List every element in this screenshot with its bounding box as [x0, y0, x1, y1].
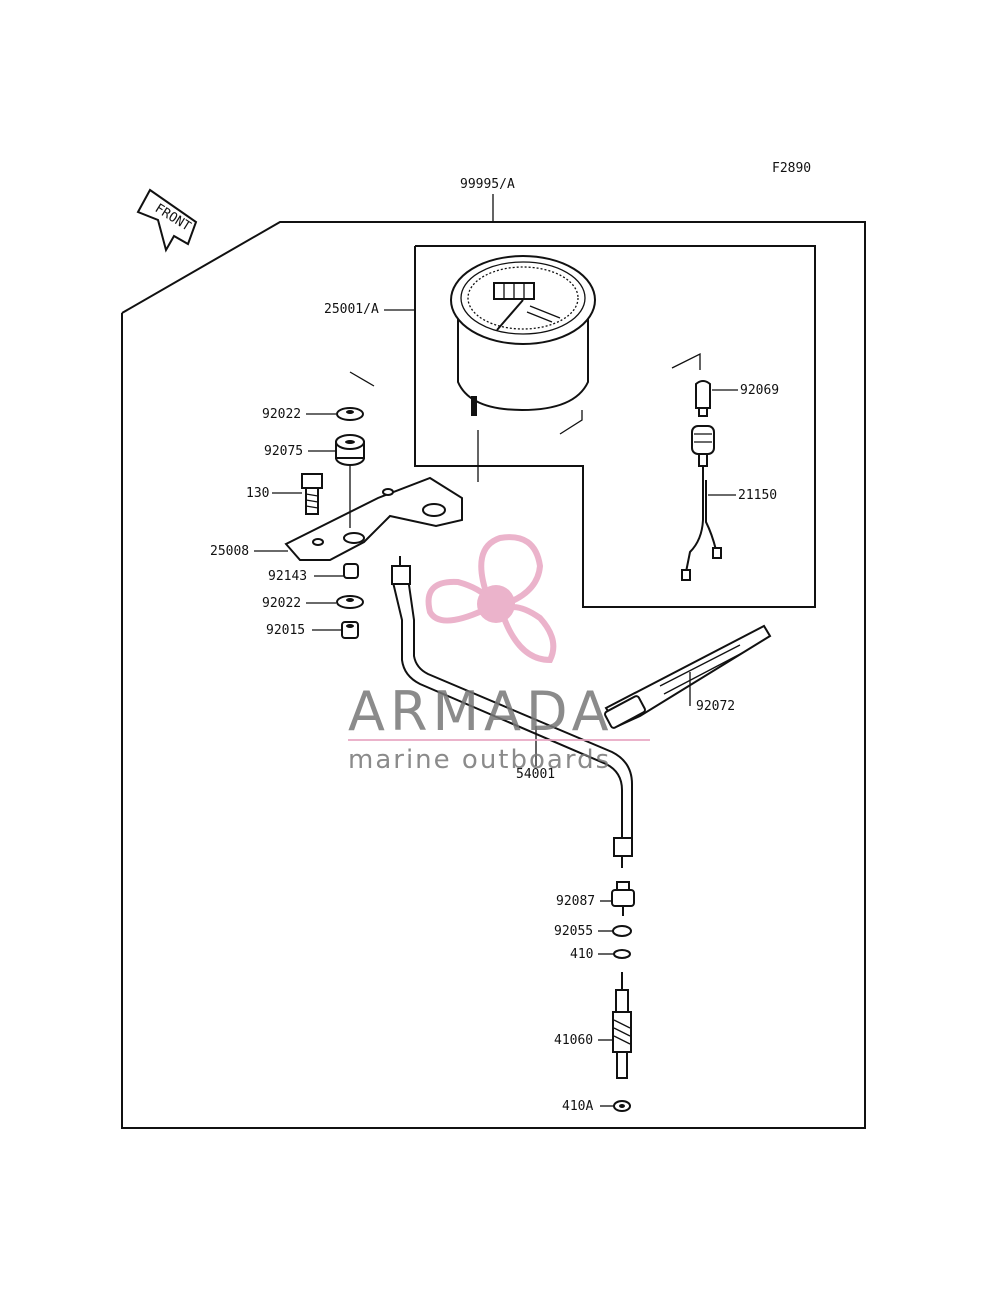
band-icon [604, 624, 772, 729]
label-speedometer: 25001/A [324, 302, 379, 317]
collar-icon [343, 563, 359, 579]
assembly-label: 99995/A [460, 177, 515, 192]
bracket-icon [284, 476, 463, 561]
label-band: 92072 [696, 699, 735, 714]
propeller-logo-icon [425, 534, 557, 664]
socket-harness-icon [681, 425, 722, 581]
bulb-icon [695, 380, 711, 417]
front-arrow-icon: FRONT [136, 188, 198, 253]
gauge-box [414, 245, 816, 608]
label-gear: 41060 [554, 1033, 593, 1048]
assembly-frame [121, 221, 866, 1129]
label-collar: 92143 [268, 569, 307, 584]
label-bulb: 92069 [740, 383, 779, 398]
label-bolt: 130 [246, 486, 269, 501]
gear-icon [612, 972, 632, 1079]
grommet-icon [335, 434, 365, 466]
label-nut: 92015 [266, 623, 305, 638]
diagram-code: F2890 [772, 161, 811, 176]
fitting-icon [611, 881, 635, 916]
watermark-tagline: marine outboards [348, 745, 611, 775]
bolt-icon [301, 473, 323, 515]
label-grommet: 92075 [264, 444, 303, 459]
label-bracket: 25008 [210, 544, 249, 559]
speedometer-gauge [450, 255, 596, 416]
label-socket-harness: 21150 [738, 488, 777, 503]
label-washer-410: 410 [570, 947, 593, 962]
washer-410-icon [613, 949, 631, 959]
cable-icon [391, 556, 633, 868]
label-washer-410a: 410A [562, 1099, 593, 1114]
watermark: ARMADA marine outboards [348, 534, 650, 775]
label-washer-top: 92022 [262, 407, 301, 422]
label-cable: 54001 [516, 767, 555, 782]
nut-icon [341, 621, 359, 639]
oring-icon [612, 925, 632, 937]
watermark-brand: ARMADA [348, 680, 614, 743]
label-oring: 92055 [554, 924, 593, 939]
label-fitting: 92087 [556, 894, 595, 909]
label-washer-bottom: 92022 [262, 596, 301, 611]
